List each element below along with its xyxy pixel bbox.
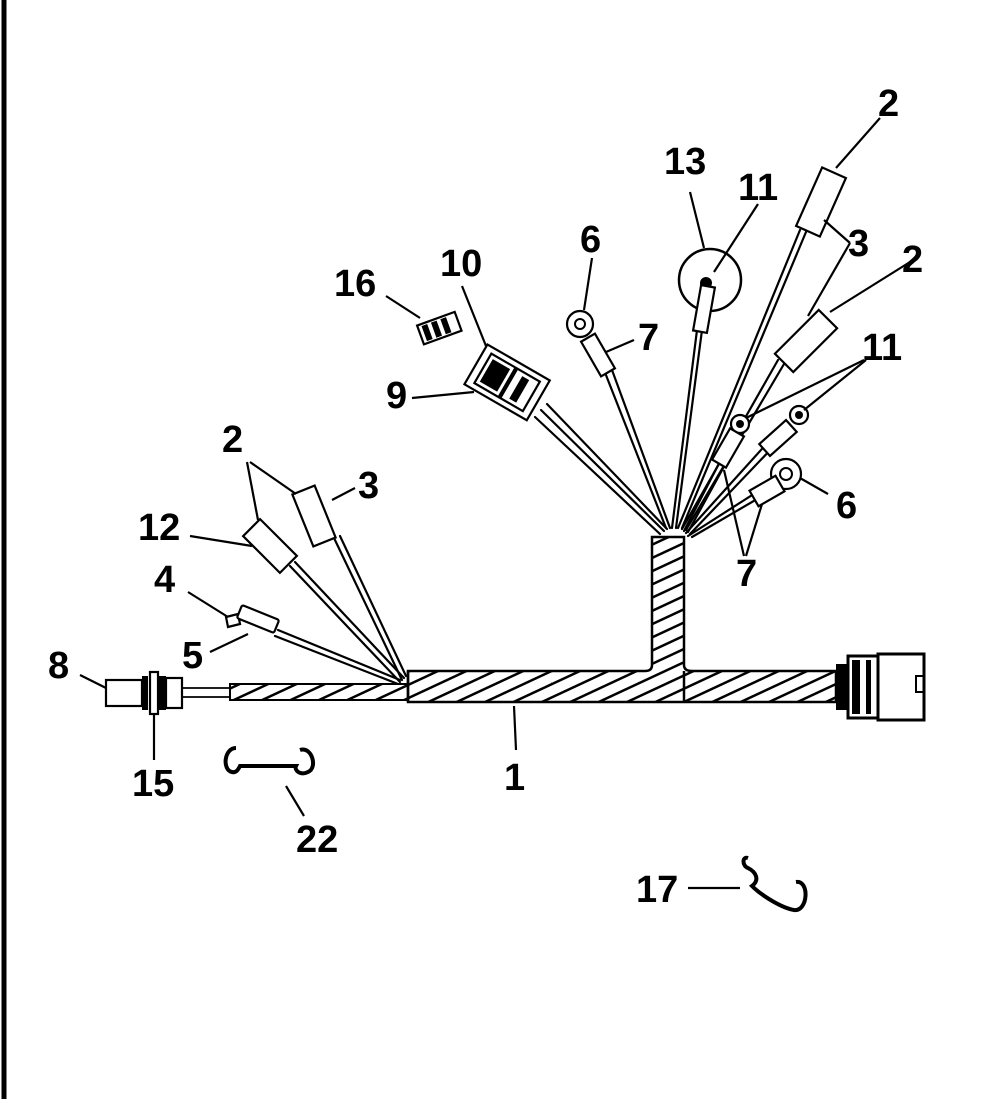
clamp-17 (741, 855, 808, 912)
terminal-2-mid-right (773, 308, 839, 374)
main-connector-right (836, 652, 926, 722)
callout-11-top: 11 (738, 167, 778, 209)
callout-9: 9 (386, 375, 407, 417)
callout-15: 15 (132, 763, 174, 805)
callout-10: 10 (440, 243, 482, 285)
terminal-11-right-a (710, 413, 751, 470)
terminal-11-right-b (757, 404, 810, 458)
callout-2-top-right: 2 (878, 83, 899, 125)
harness-main-trunk (406, 535, 838, 704)
ring-terminal-6-right (748, 457, 803, 508)
callout-17: 17 (636, 869, 678, 911)
callout-7-top: 7 (638, 317, 659, 359)
callout-11-right: 11 (862, 327, 902, 369)
terminal-12 (241, 517, 299, 575)
callout-labels: 1 2 2 2 3 3 4 5 6 6 7 7 8 9 10 11 11 12 … (48, 83, 923, 911)
callout-13: 13 (664, 141, 706, 183)
terminal-2-top-right (794, 166, 848, 238)
upper-branch-wires (533, 228, 808, 539)
callout-4: 4 (154, 559, 175, 601)
leader-lines (79, 117, 911, 890)
callout-7-right: 7 (736, 553, 757, 595)
connector-9-10 (462, 342, 552, 422)
callout-8: 8 (48, 645, 69, 687)
left-branch-wires (273, 534, 408, 686)
callout-5: 5 (182, 635, 203, 677)
clamp-22 (223, 746, 316, 776)
callout-6-right: 6 (836, 485, 857, 527)
ring-terminal-6-top (565, 309, 617, 378)
clip-16 (415, 310, 463, 346)
pin-terminal-4 (224, 604, 280, 634)
callout-2-mid-right: 2 (902, 239, 923, 281)
callout-22: 22 (296, 819, 338, 861)
callout-3-left: 3 (358, 465, 379, 507)
callout-1: 1 (504, 757, 525, 799)
callout-6-top: 6 (580, 219, 601, 261)
callout-2-left: 2 (222, 419, 243, 461)
main-harness (229, 535, 838, 704)
terminal-3-left (290, 484, 338, 548)
harness-left-extension (229, 683, 409, 701)
highlight-circle-13 (677, 247, 743, 335)
connector-8 (104, 670, 231, 716)
callout-12: 12 (138, 507, 180, 549)
callout-3-right: 3 (848, 223, 869, 265)
callout-16: 16 (334, 263, 376, 305)
